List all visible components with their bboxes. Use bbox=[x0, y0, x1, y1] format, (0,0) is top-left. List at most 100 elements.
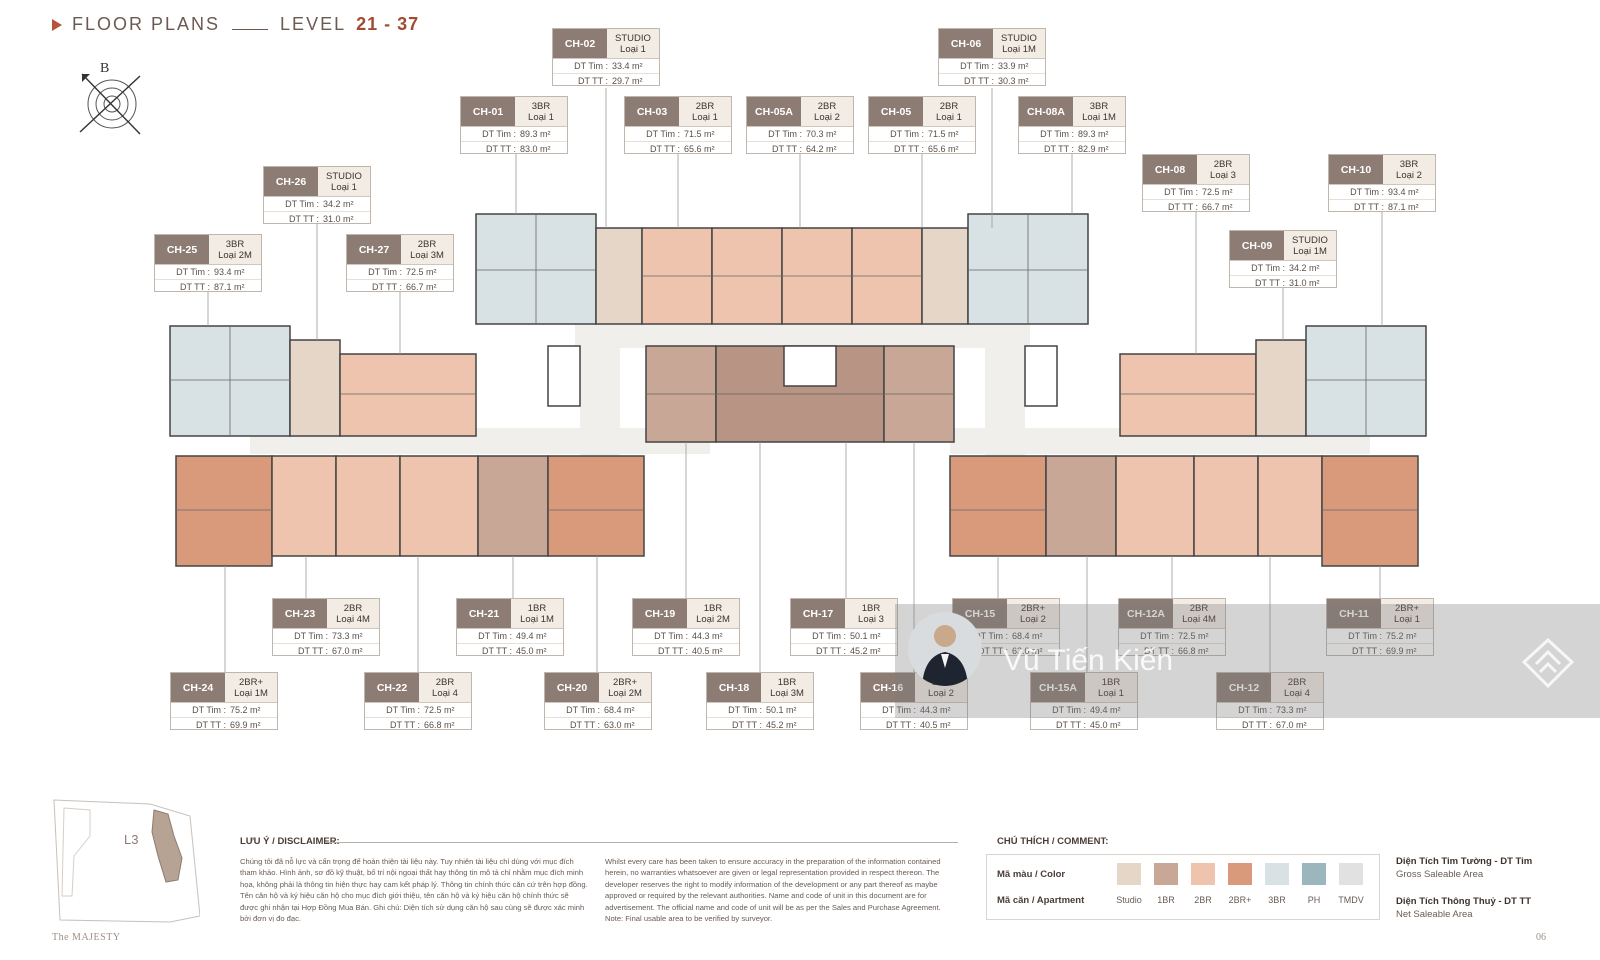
gross-area-row: DT Tim :89.3 m² bbox=[1019, 127, 1125, 142]
net-area-value: 67.0 m² bbox=[331, 646, 363, 656]
gross-area-row: DT Tim :50.1 m² bbox=[791, 629, 897, 644]
unit-subtype: Loại 3 bbox=[1210, 169, 1236, 181]
net-area-label: DT TT : bbox=[1254, 278, 1285, 288]
unit-subtype: Loại 1M bbox=[1082, 111, 1116, 123]
compass-icon: B bbox=[79, 62, 141, 135]
gross-area-label: DT Tim : bbox=[1140, 631, 1174, 641]
net-area-row: DT TT :83.0 m² bbox=[461, 142, 567, 156]
brand-logo: The MAJESTY bbox=[52, 932, 121, 943]
gross-area-row: DT Tim :33.4 m² bbox=[553, 59, 659, 74]
unit-type: 1BR bbox=[1101, 676, 1121, 688]
gross-area-label: DT Tim : bbox=[566, 705, 600, 715]
watermark-logo-icon bbox=[1521, 637, 1575, 689]
unit-code: CH-17 bbox=[791, 599, 845, 628]
gross-area-value: 72.5 m² bbox=[1177, 631, 1209, 641]
gross-area-row: DT Tim :75.2 m² bbox=[1327, 629, 1433, 644]
net-area-value: 66.7 m² bbox=[1201, 202, 1233, 212]
net-area-value: 69.9 m² bbox=[229, 720, 261, 730]
unit-type: STUDIO bbox=[615, 32, 651, 44]
gross-area-value: 89.3 m² bbox=[519, 129, 551, 139]
net-area-value: 87.1 m² bbox=[1387, 202, 1419, 212]
unit-subtype: Loại 4M bbox=[1182, 613, 1216, 625]
net-area-label: DT TT : bbox=[288, 214, 319, 224]
net-area-row: DT TT :66.7 m² bbox=[347, 280, 453, 294]
unit-code: CH-12 bbox=[1217, 673, 1271, 702]
net-area-value: 45.2 m² bbox=[849, 646, 881, 656]
net-area-row: DT TT :40.5 m² bbox=[861, 718, 967, 732]
unit-subtype: Loại 1M bbox=[1002, 43, 1036, 55]
unit-subtype: Loại 2M bbox=[218, 249, 252, 261]
agent-watermark-band bbox=[895, 604, 1600, 718]
gross-area-row: DT Tim :72.5 m² bbox=[1119, 629, 1225, 644]
legend-swatch-ph bbox=[1302, 863, 1326, 885]
net-area-value: 63.0 m² bbox=[1011, 646, 1043, 656]
gross-area-label: DT Tim : bbox=[192, 705, 226, 715]
disclaimer-vietnamese: Chúng tôi đã nỗ lực và cẩn trọng để hoàn… bbox=[240, 857, 588, 924]
net-area-value: 83.0 m² bbox=[519, 144, 551, 154]
net-area-label: DT TT : bbox=[1043, 144, 1074, 154]
net-area-value: 66.7 m² bbox=[405, 282, 437, 292]
net-area-value: 45.0 m² bbox=[1089, 720, 1121, 730]
net-area-label: DT TT : bbox=[1055, 720, 1086, 730]
gross-area-value: 73.3 m² bbox=[331, 631, 363, 641]
gross-area-label: DT Tim : bbox=[482, 129, 516, 139]
unit-subtype: Loại 1 bbox=[331, 181, 357, 193]
net-area-row: DT TT :67.0 m² bbox=[1217, 718, 1323, 732]
net-area-value: 82.9 m² bbox=[1077, 144, 1109, 154]
gross-area-row: DT Tim :73.3 m² bbox=[1217, 703, 1323, 718]
net-area-label: DT TT : bbox=[1351, 646, 1382, 656]
unit-code: CH-25 bbox=[155, 235, 209, 264]
gross-area-value: 50.1 m² bbox=[849, 631, 881, 641]
net-area-label: DT TT : bbox=[771, 144, 802, 154]
gross-area-row: DT Tim :71.5 m² bbox=[869, 127, 975, 142]
gross-area-label: DT Tim : bbox=[654, 631, 688, 641]
unit-code: CH-08 bbox=[1143, 155, 1197, 184]
gross-area-value: 73.3 m² bbox=[1275, 705, 1307, 715]
unit-code: CH-19 bbox=[633, 599, 687, 628]
gross-area-row: DT Tim :93.4 m² bbox=[1329, 185, 1435, 200]
net-area-value: 69.9 m² bbox=[1385, 646, 1417, 656]
gross-area-label: DT Tim : bbox=[812, 631, 846, 641]
gross-area-row: DT Tim :72.5 m² bbox=[365, 703, 471, 718]
net-area-row: DT TT :66.8 m² bbox=[1119, 644, 1225, 658]
gross-area-row: DT Tim :68.4 m² bbox=[953, 629, 1059, 644]
unit-type: 2BR+ bbox=[1394, 602, 1420, 614]
net-area-label: DT TT : bbox=[963, 76, 994, 86]
gross-area-label: DT Tim : bbox=[478, 631, 512, 641]
legend-swatch-label: 2BR bbox=[1194, 895, 1212, 905]
unit-type-box: 2BR+Loại 2 bbox=[1007, 599, 1059, 628]
net-area-row: DT TT :45.2 m² bbox=[791, 644, 897, 658]
net-area-label: DT TT : bbox=[389, 720, 420, 730]
gross-area-subtitle: Gross Saleable Area bbox=[1396, 869, 1484, 880]
unit-code: CH-01 bbox=[461, 97, 515, 126]
net-area-row: DT TT :66.8 m² bbox=[365, 718, 471, 732]
net-area-label: DT TT : bbox=[657, 646, 688, 656]
gross-area-row: DT Tim :72.5 m² bbox=[1143, 185, 1249, 200]
net-area-label: DT TT : bbox=[1241, 720, 1272, 730]
net-area-row: DT TT :31.0 m² bbox=[264, 212, 370, 226]
unit-code: CH-20 bbox=[545, 673, 599, 702]
unit-subtype: Loại 3M bbox=[410, 249, 444, 261]
gross-area-value: 44.3 m² bbox=[691, 631, 723, 641]
gross-area-value: 71.5 m² bbox=[683, 129, 715, 139]
gross-area-label: DT Tim : bbox=[1350, 187, 1384, 197]
gross-area-row: DT Tim :68.4 m² bbox=[545, 703, 651, 718]
unit-code: CH-26 bbox=[264, 167, 318, 196]
legend-swatch-2br bbox=[1191, 863, 1215, 885]
